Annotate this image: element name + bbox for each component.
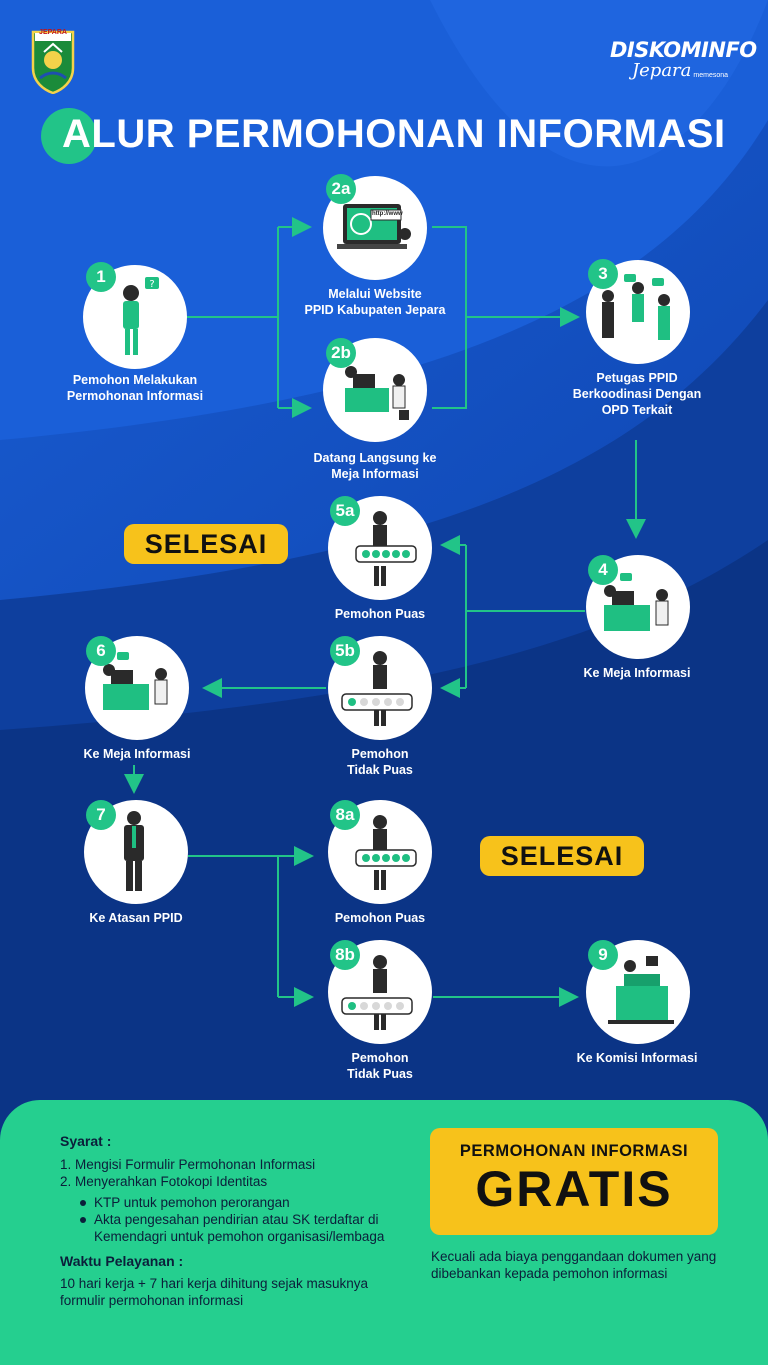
- gratis-line2: GRATIS: [475, 1161, 673, 1217]
- requirements-section: Syarat : 1. Mengisi Formulir Permohonan …: [60, 1133, 390, 1309]
- node-4-label: Ke Meja Informasi: [583, 666, 691, 680]
- node-2a-badge: 2a: [326, 174, 356, 204]
- service-text: 10 hari kerja + 7 hari kerja dihitung se…: [60, 1276, 369, 1308]
- brand-tagline: memesona: [693, 72, 729, 79]
- title-accent-dot: [41, 108, 97, 164]
- node-4-badge: 4: [588, 555, 618, 585]
- node-1-badge: 1: [86, 262, 116, 292]
- requirement-sub-item-1: KTP untuk pemohon perorangan: [60, 1194, 390, 1211]
- node-8a-badge: 8a: [330, 800, 360, 830]
- unsatisfied-rating-icon: [341, 955, 413, 1030]
- node-6-label: Ke Meja Informasi: [83, 747, 191, 761]
- commission-icon: [608, 956, 674, 1024]
- coordination-icon: [602, 274, 670, 340]
- supervisor-icon: [124, 811, 144, 891]
- node-5b-badge: 5b: [330, 636, 360, 666]
- logo-text: JEPARA: [39, 29, 67, 36]
- node-5a-label: Pemohon Puas: [334, 607, 426, 621]
- page-title: ALUR PERMOHONAN INFORMASI: [62, 112, 726, 156]
- requirements-heading: Syarat :: [60, 1133, 112, 1149]
- gratis-note: Kecuali ada biaya penggandaan dokumen ya…: [431, 1249, 717, 1281]
- website-url-text: http://www: [372, 211, 403, 217]
- node-7-label: Ke Atasan PPID: [89, 911, 183, 925]
- satisfied-rating-icon: [355, 511, 417, 586]
- node-6-badge: 6: [86, 636, 116, 666]
- bullet-icon: [80, 1217, 86, 1223]
- requirement-sub-text-2: Akta pengesahan pendirian atau SK terdaf…: [94, 1212, 385, 1244]
- node-8b-badge: 8b: [330, 940, 360, 970]
- node-8a-label: Pemohon Puas: [334, 911, 426, 925]
- website-icon: [337, 204, 411, 249]
- requirement-item-1: 1. Mengisi Formulir Permohonan Informasi: [60, 1157, 316, 1172]
- info-desk-icon: [345, 366, 409, 420]
- node-9-label: Ke Komisi Informasi: [576, 1051, 698, 1065]
- info-desk-icon: [103, 652, 168, 710]
- node-6-circle: [85, 636, 189, 740]
- service-heading: Waktu Pelayanan :: [60, 1253, 184, 1269]
- svg-text:?: ?: [149, 279, 154, 290]
- diskominfo-brand: DISKOMINFO Jepara memesona: [610, 38, 757, 81]
- person-question-icon: ?: [123, 277, 159, 355]
- requirement-item-2: 2. Menyerahkan Fotokopi Identitas: [60, 1174, 268, 1189]
- info-desk-icon: [604, 573, 669, 631]
- unsatisfied-rating-icon: [341, 651, 413, 726]
- node-3-badge: 3: [588, 259, 618, 289]
- brand-sub-text: Jepara: [631, 60, 692, 81]
- brand-sub: Jepara memesona: [610, 60, 750, 81]
- requirement-sub-item-2: Akta pengesahan pendirian atau SK terdaf…: [60, 1211, 390, 1245]
- node-8b-circle: [328, 940, 432, 1044]
- satisfied-rating-icon: [355, 815, 417, 890]
- selesai-badge-2: SELESAI: [480, 836, 644, 876]
- node-5a-badge: 5a: [330, 496, 360, 526]
- brand-name: DISKOMINFO: [610, 38, 757, 62]
- bullet-icon: [80, 1200, 86, 1206]
- node-9-badge: 9: [588, 940, 618, 970]
- gratis-line1: PERMOHONAN INFORMASI: [459, 1142, 689, 1160]
- selesai-badge-1: SELESAI: [124, 524, 288, 564]
- node-2b-badge: 2b: [326, 338, 356, 368]
- gratis-box: PERMOHONAN INFORMASI GRATIS: [430, 1128, 718, 1235]
- jepara-logo: [31, 30, 75, 94]
- node-7-badge: 7: [86, 800, 116, 830]
- requirement-sub-text-1: KTP untuk pemohon perorangan: [94, 1195, 290, 1210]
